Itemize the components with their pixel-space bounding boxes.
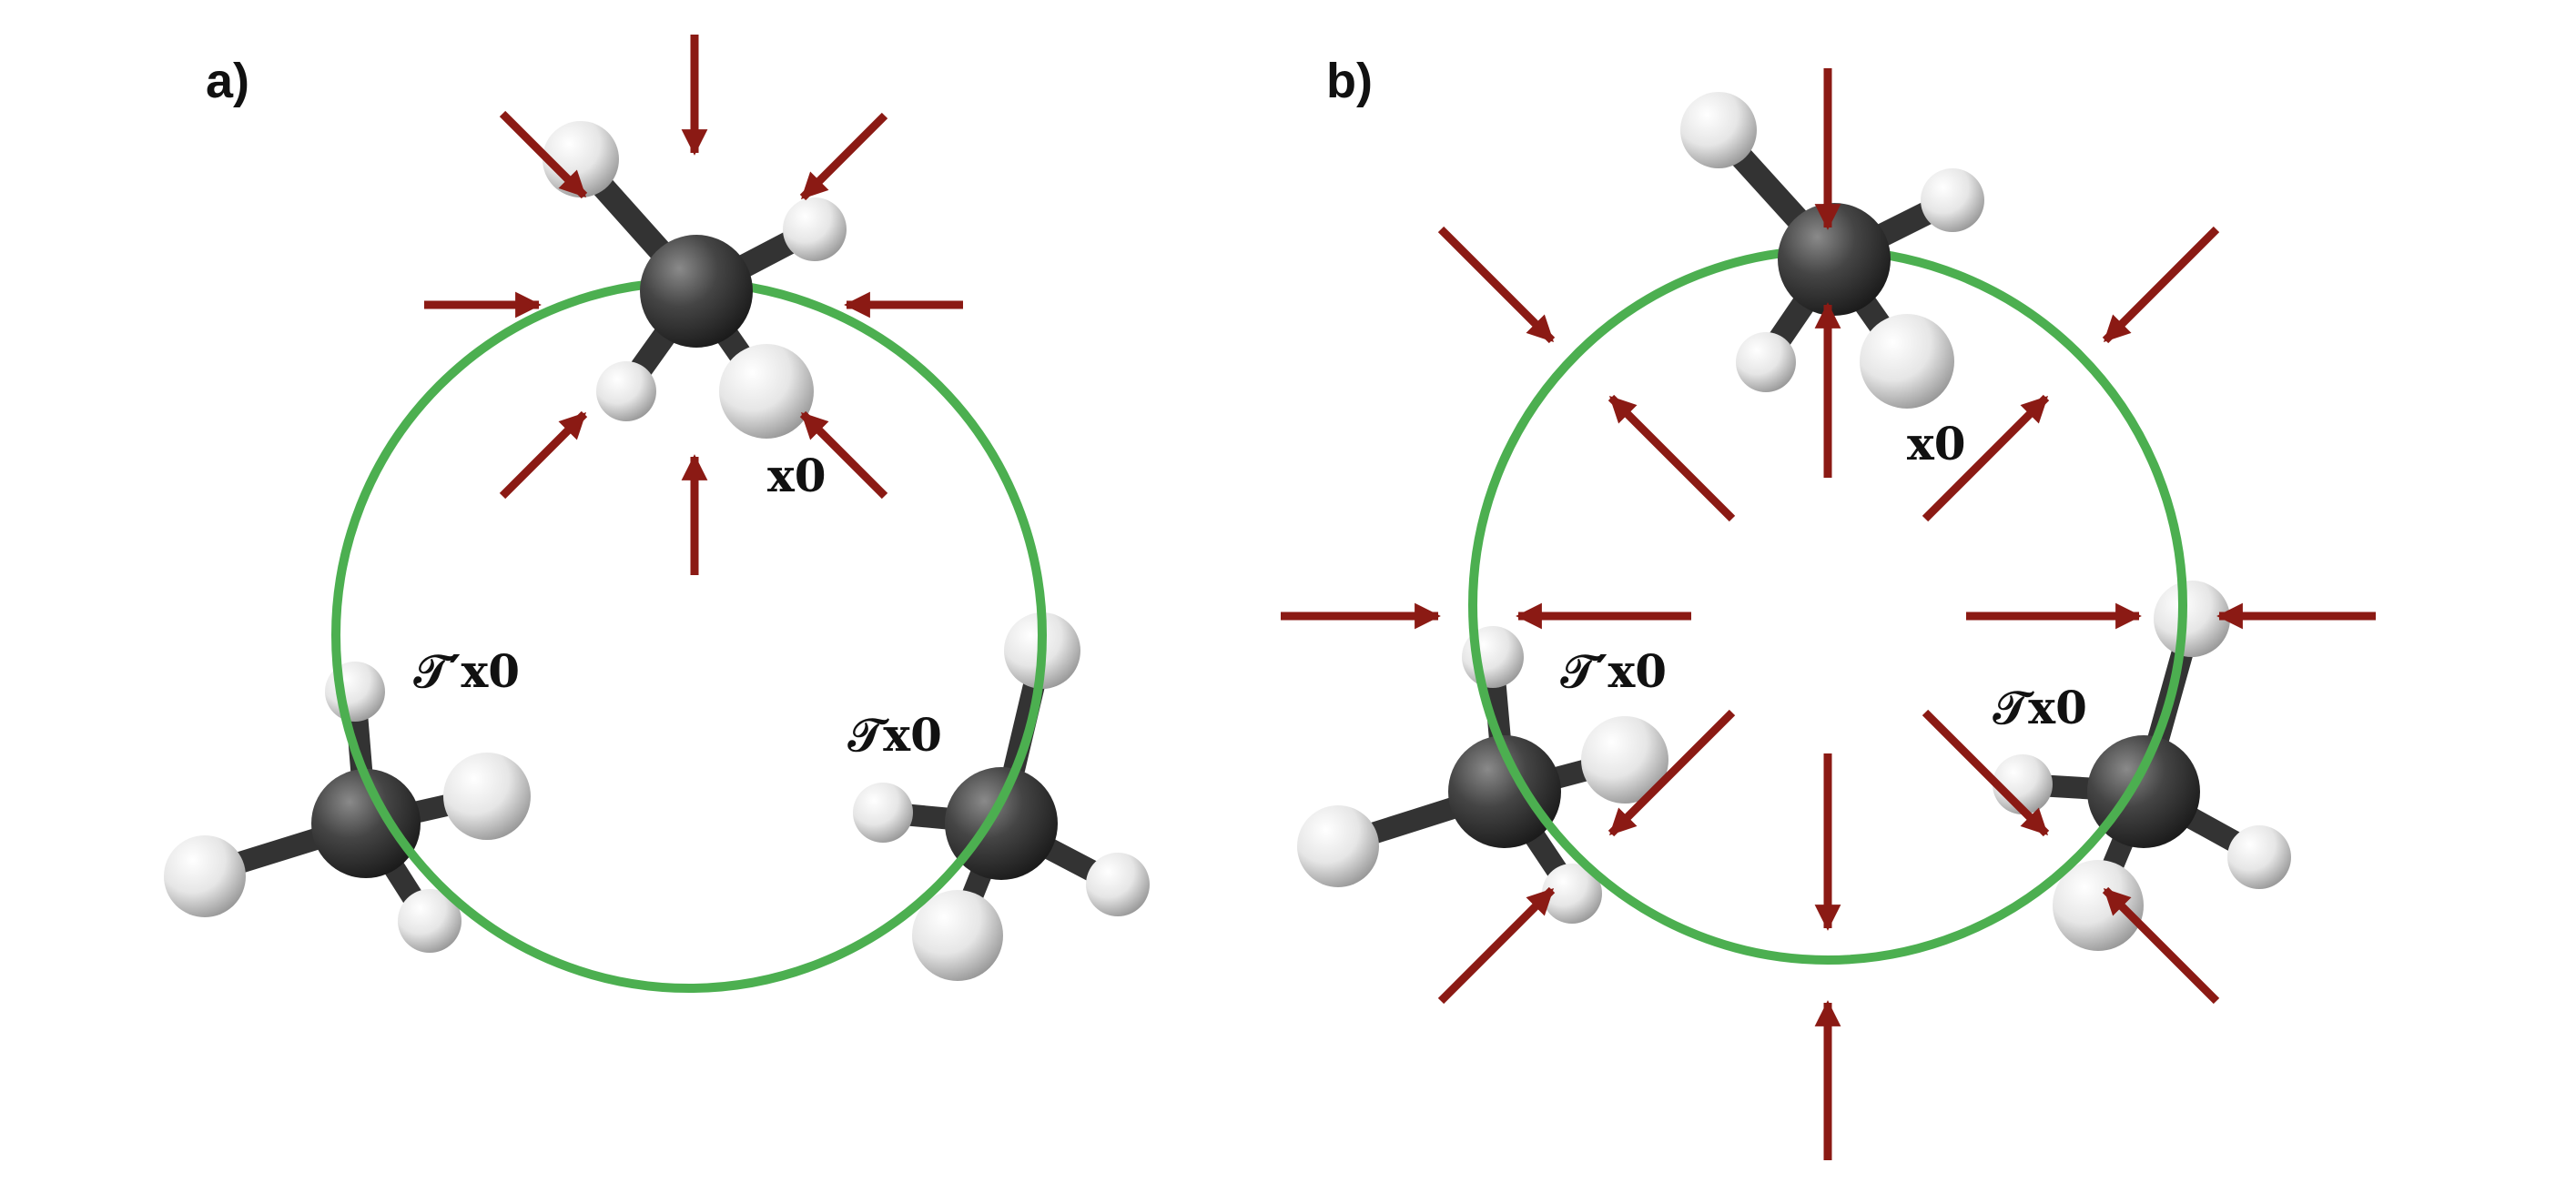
force-arrows-a [424, 35, 963, 575]
panel-b: b) [1281, 54, 2376, 1160]
force-arrow [1437, 226, 1556, 344]
hydrogen-atom [2154, 581, 2230, 657]
hydrogen-atom [443, 753, 531, 840]
force-arrows-b [1281, 68, 2376, 1160]
hydrogen-atom [1736, 332, 1796, 392]
label-tx0-a: 𝒯x0 [847, 708, 942, 762]
panel-b-label: b) [1326, 54, 1373, 108]
carbon-atom [311, 769, 421, 878]
force-arrow [1607, 709, 1736, 837]
methane-top-b [1680, 92, 1984, 409]
hydrogen-atom [543, 121, 619, 197]
carbon-atom [640, 235, 753, 348]
hydrogen-atom [912, 890, 1003, 981]
force-arrow [1607, 394, 1736, 522]
force-arrow [1922, 709, 2050, 837]
hydrogen-atom [1921, 168, 1984, 232]
force-arrow [499, 410, 588, 500]
hydrogen-atom [853, 783, 913, 843]
label-x0-a: x0 [767, 449, 827, 502]
hydrogen-atom [2053, 860, 2144, 951]
force-arrow [2102, 226, 2220, 344]
hydrogen-atom [1542, 864, 1602, 924]
force-arrow [1922, 394, 2050, 522]
carbon-atom [1448, 735, 1561, 848]
force-arrow [799, 112, 888, 201]
force-arrow [1437, 886, 1556, 1005]
panel-a: a) [164, 35, 1150, 993]
label-tpx0-a: 𝒯′x0 [413, 644, 520, 698]
label-tx0-b: 𝒯x0 [1993, 681, 2087, 734]
hydrogen-atom [1581, 716, 1668, 804]
hydrogen-atom [1680, 92, 1757, 168]
hydrogen-atom [398, 889, 461, 953]
trajectory-circle-a [331, 278, 1047, 993]
panel-a-label: a) [206, 54, 249, 108]
force-arrow [2102, 886, 2220, 1005]
hydrogen-atom [783, 197, 847, 261]
label-x0-b: x0 [1907, 417, 1966, 470]
hydrogen-atom [2227, 825, 2291, 889]
hydrogen-atom [164, 835, 246, 917]
label-tpx0-b: 𝒯′x0 [1560, 644, 1667, 698]
methane-top-a [543, 121, 847, 439]
hydrogen-atom [719, 344, 814, 439]
hydrogen-atom [1860, 314, 1954, 409]
force-arrow [499, 110, 588, 199]
carbon-atom [1778, 203, 1891, 316]
hydrogen-atom [596, 361, 656, 421]
force-arrow [799, 410, 888, 500]
hydrogen-atom [1297, 805, 1379, 887]
hydrogen-atom [1086, 853, 1150, 916]
